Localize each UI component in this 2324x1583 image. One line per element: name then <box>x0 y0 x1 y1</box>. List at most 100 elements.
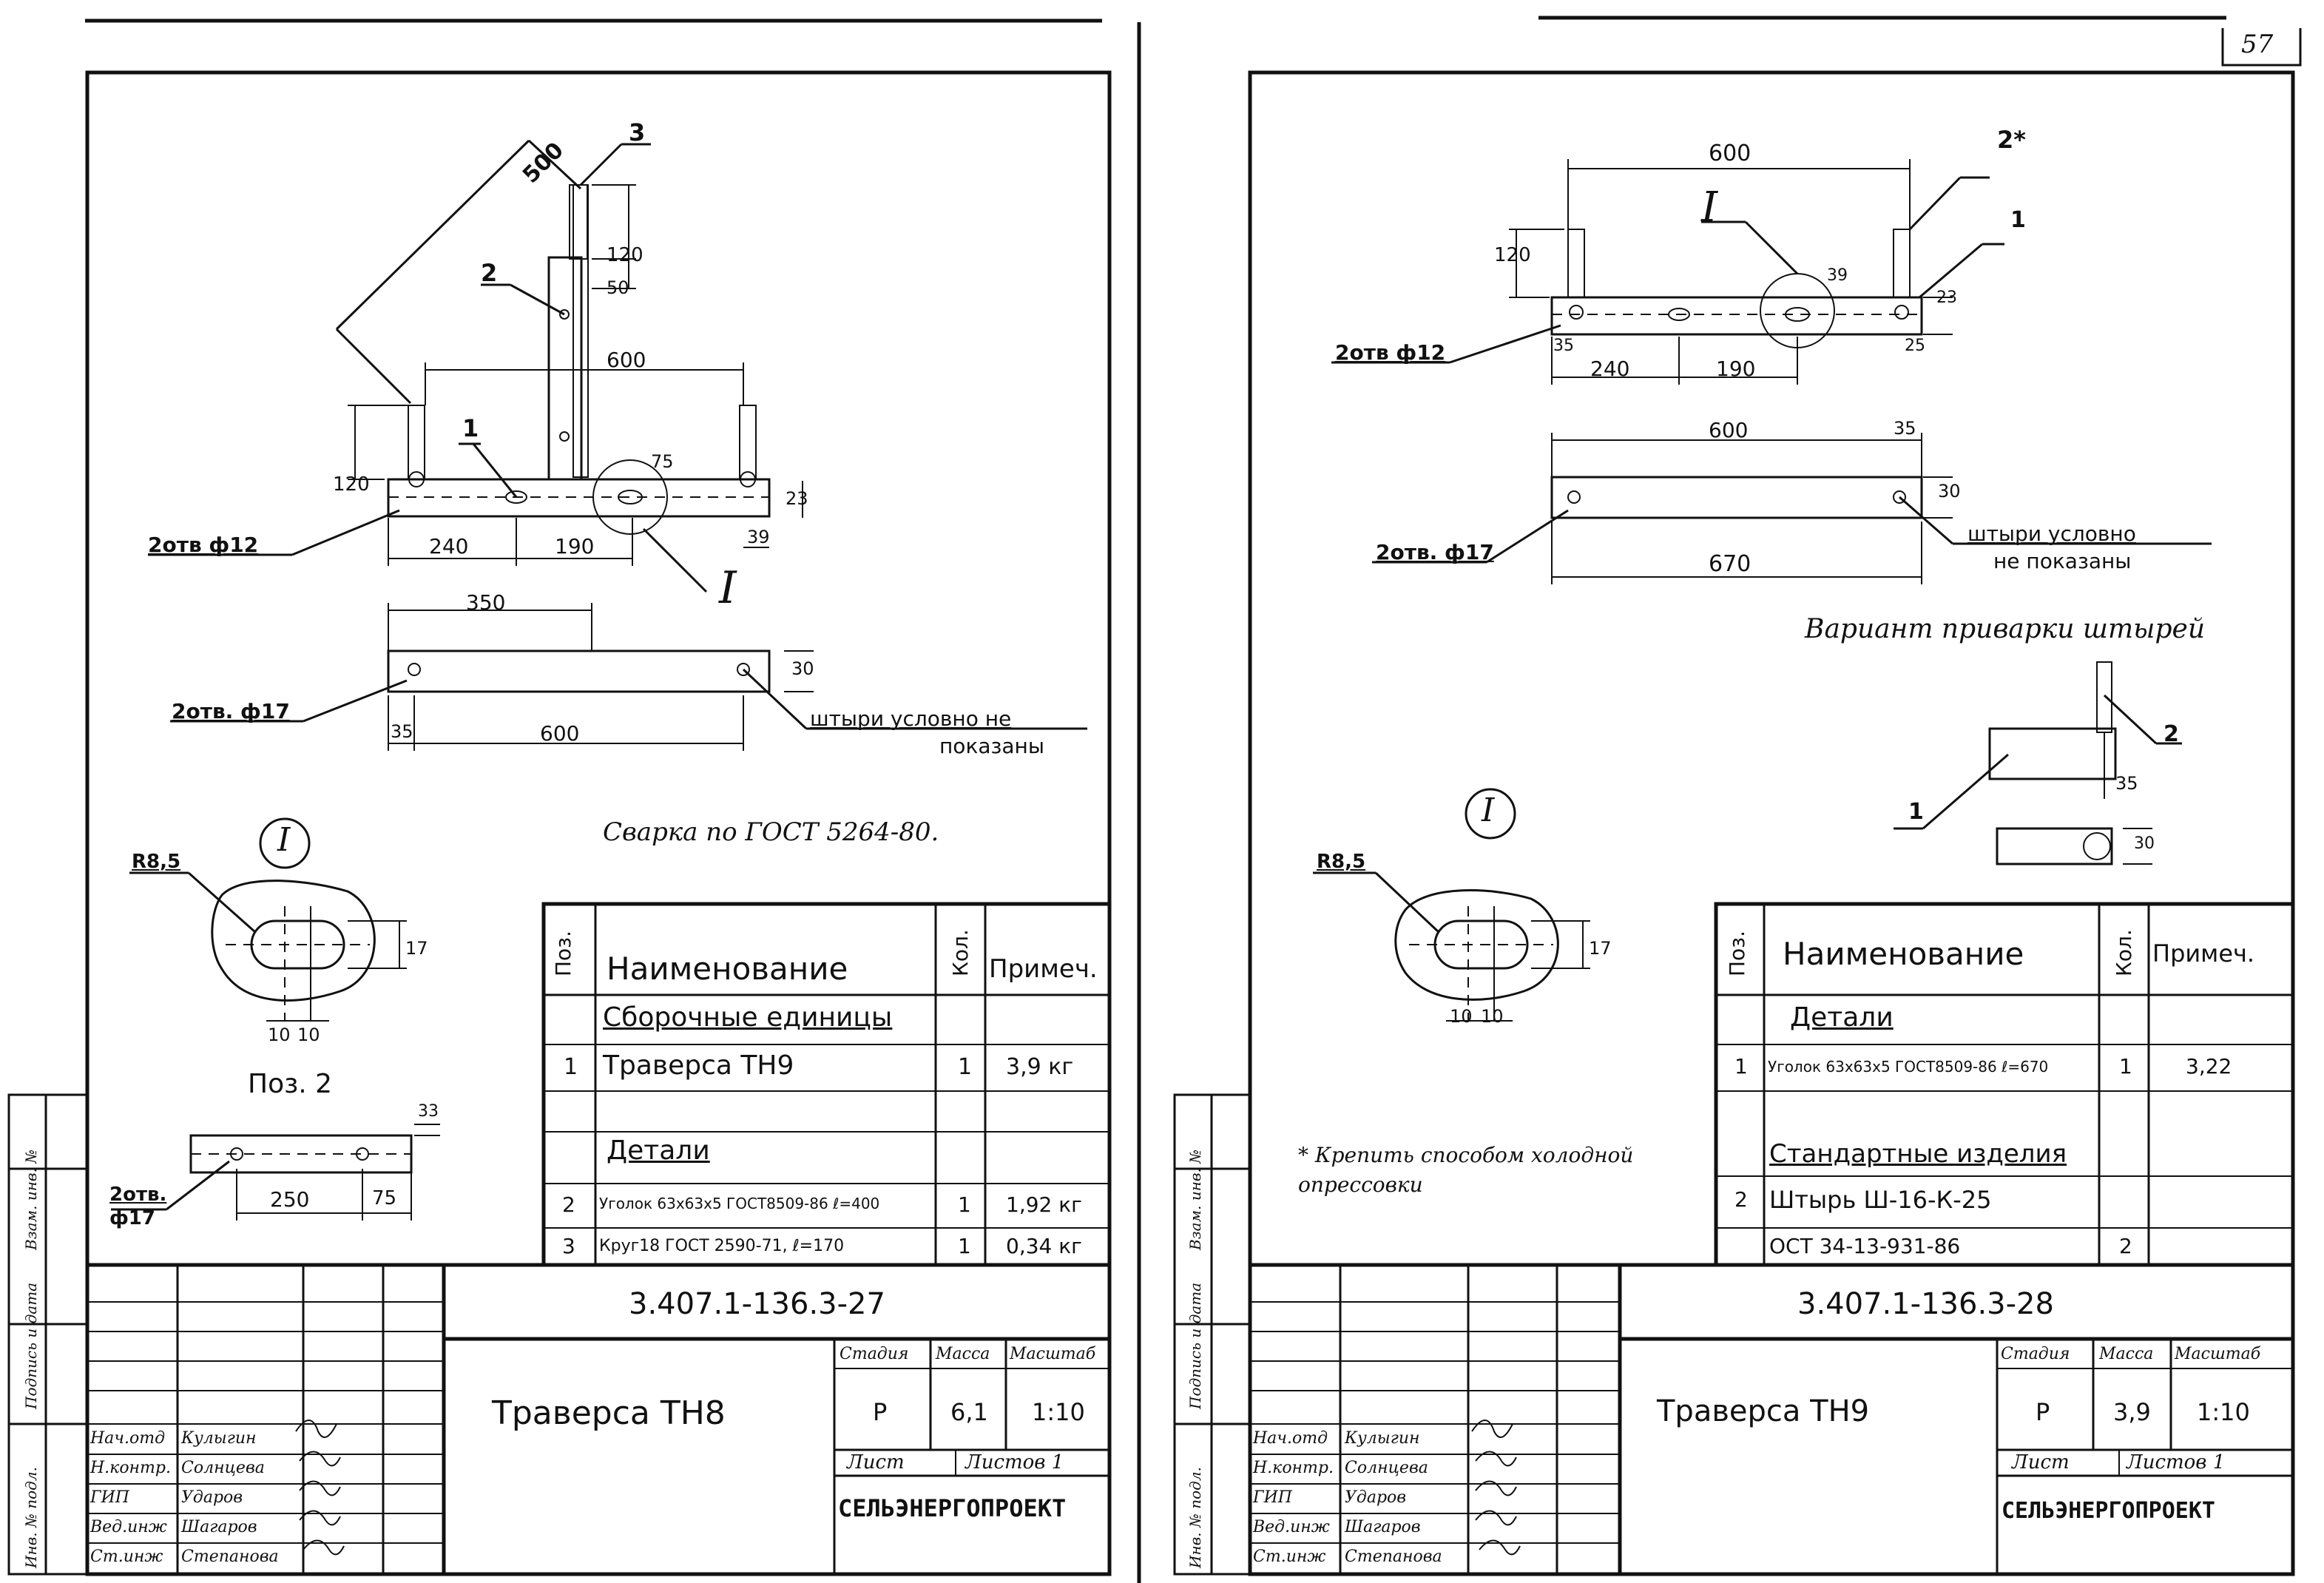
weld-note: Сварка по ГОСТ 5264-80. <box>603 817 939 847</box>
stamp-code-left: 3.407.1-136.3-27 <box>629 1287 885 1321</box>
callout-2s-right: 2* <box>1997 126 2026 154</box>
name-3-right: Ударов <box>1345 1488 1407 1507</box>
dim-17-left: 17 <box>405 938 428 959</box>
role-4-right: Вед.инж <box>1253 1518 1330 1536</box>
spec-hdr-pos-right: Поз. <box>1725 931 1749 976</box>
stamp-sheets-left: Листов 1 <box>965 1451 1064 1474</box>
stamp-h-scale-right: Масштаб <box>2175 1345 2261 1363</box>
signature <box>295 1420 337 1438</box>
stamp-stage-left: Р <box>873 1398 888 1426</box>
stamp-h-stage-right: Стадия <box>2001 1345 2070 1363</box>
dim-600-right: 600 <box>1709 141 1752 166</box>
side-1-left: Инв. № подл. <box>22 1467 40 1568</box>
dim-600: 600 <box>607 348 646 372</box>
spec-r2-qty-left: 1 <box>958 1192 971 1217</box>
side-2-left: Подпись и дата <box>22 1282 40 1409</box>
dim-600b: 600 <box>540 721 580 746</box>
callout-3: 3 <box>629 118 646 146</box>
side-3-left: Взам. инв. № <box>22 1149 40 1250</box>
dim-30-right: 30 <box>1938 481 1961 502</box>
fix-note-2: опрессовки <box>1298 1172 1423 1197</box>
page-number: 57 <box>2241 30 2274 59</box>
role-1-left: Нач.отд <box>90 1429 166 1448</box>
stamp-org-right: СЕЛЬЭНЕРГОПРОЕКТ <box>2002 1498 2215 1524</box>
callout-2: 2 <box>481 259 498 287</box>
roman-I-right: I <box>1701 183 1718 232</box>
dim-240-right: 240 <box>1590 357 1630 381</box>
dim-39: 39 <box>747 527 770 547</box>
holes-12-label: 2отв ф12 <box>148 533 259 557</box>
variant-dim-30: 30 <box>2134 834 2155 853</box>
dim-120-right: 120 <box>1494 244 1531 266</box>
side-1-right: Инв. № подл. <box>1186 1467 1204 1568</box>
stamp-title-left: Траверса ТН8 <box>492 1394 726 1432</box>
roman-I-left: I <box>719 562 737 614</box>
dim-75b: 75 <box>372 1187 397 1209</box>
spec-r2-pos-left: 2 <box>562 1192 575 1217</box>
variant-dim-35: 35 <box>2115 773 2138 794</box>
spec-r1-name-right: Уголок 63х63х5 ГОСТ8509-86 ℓ=670 <box>1768 1058 2049 1076</box>
spec-r1-qty-right: 1 <box>2119 1054 2132 1079</box>
stamp-h-scale-left: Масштаб <box>1010 1345 1096 1363</box>
holes-17-right: 2отв. ф17 <box>1376 540 1494 564</box>
dim-670-right: 670 <box>1709 551 1752 577</box>
stamp-code-right: 3.407.1-136.3-28 <box>1797 1287 2054 1321</box>
callout-1-right: 1 <box>2010 207 2026 233</box>
dim-10a-left: 10 <box>268 1025 291 1045</box>
spec-sect2-left: Детали <box>607 1135 710 1166</box>
studs-note-1: штыри условно не <box>810 706 1012 731</box>
spec-r3-name-right: ОСТ 34-13-931-86 <box>1769 1234 1961 1258</box>
studs-note-1-right: штыри условно <box>1967 522 2136 546</box>
spec-r1-name-left: Траверса ТН9 <box>603 1050 794 1081</box>
detail-I-right: I <box>1482 792 1495 829</box>
stamp-scale-left: 1:10 <box>1032 1398 1085 1426</box>
dim-30: 30 <box>791 658 814 679</box>
spec-r3-qty-right: 2 <box>2119 1234 2132 1258</box>
spec-r3-name-left: Круг18 ГОСТ 2590-71, ℓ=170 <box>599 1237 845 1255</box>
stamp-stage-right: Р <box>2036 1398 2050 1426</box>
spec-r3-qty-left: 1 <box>958 1234 971 1258</box>
dim-25-right: 25 <box>1905 337 1925 355</box>
name-1-right: Кулыгин <box>1345 1429 1420 1448</box>
role-5-left: Ст.инж <box>90 1547 163 1566</box>
holes-pos2-a: 2отв. <box>109 1184 167 1206</box>
spec-r2-note-left: 1,92 кг <box>1006 1192 1082 1217</box>
spec-r1-qty-left: 1 <box>958 1054 973 1080</box>
name-1-left: Кулыгин <box>181 1429 257 1448</box>
pos2-title: Поз. 2 <box>248 1069 333 1099</box>
spec-hdr-qty-left: Кол. <box>948 929 973 976</box>
variant-callout-1: 1 <box>1908 799 1924 825</box>
dim-23-right: 23 <box>1936 288 1957 307</box>
spec-sect1-left: Сборочные единицы <box>603 1002 893 1033</box>
variant-callout-2: 2 <box>2163 721 2179 747</box>
dim-50: 50 <box>607 277 629 298</box>
dim-120b: 120 <box>333 473 370 496</box>
dim-10b-left: 10 <box>297 1025 320 1045</box>
side-3-right: Взам. инв. № <box>1186 1149 1204 1250</box>
spec-r3-pos-left: 3 <box>562 1234 575 1258</box>
dim-190: 190 <box>555 534 595 558</box>
stamp-mass-right: 3,9 <box>2113 1398 2151 1426</box>
dim-75: 75 <box>651 451 674 472</box>
studs-note-2: показаны <box>939 734 1044 758</box>
stamp-h-mass-right: Масса <box>2099 1345 2154 1363</box>
dim-250: 250 <box>270 1187 310 1212</box>
dim-10a-right: 10 <box>1450 1006 1473 1027</box>
dim-33: 33 <box>418 1102 439 1121</box>
side-2-right: Подпись и дата <box>1186 1282 1204 1409</box>
role-2-left: Н.контр. <box>90 1459 171 1477</box>
dim-10b-right: 10 <box>1481 1006 1504 1027</box>
spec-r1-pos-left: 1 <box>564 1054 578 1080</box>
dim-600b-right: 600 <box>1709 418 1749 442</box>
dim-240: 240 <box>429 534 469 558</box>
spec-hdr-note-right: Примеч. <box>2152 939 2255 968</box>
variant-title: Вариант приварки штырей <box>1805 614 2206 644</box>
dim-35-right: 35 <box>1553 337 1574 355</box>
role-5-right: Ст.инж <box>1253 1547 1326 1566</box>
dim-35b-right: 35 <box>1894 418 1916 439</box>
fix-note-1: * Крепить способом холодной <box>1298 1143 1634 1167</box>
role-4-left: Вед.инж <box>90 1518 167 1536</box>
role-3-right: ГИП <box>1253 1488 1292 1507</box>
studs-note-2-right: не показаны <box>1993 549 2132 573</box>
